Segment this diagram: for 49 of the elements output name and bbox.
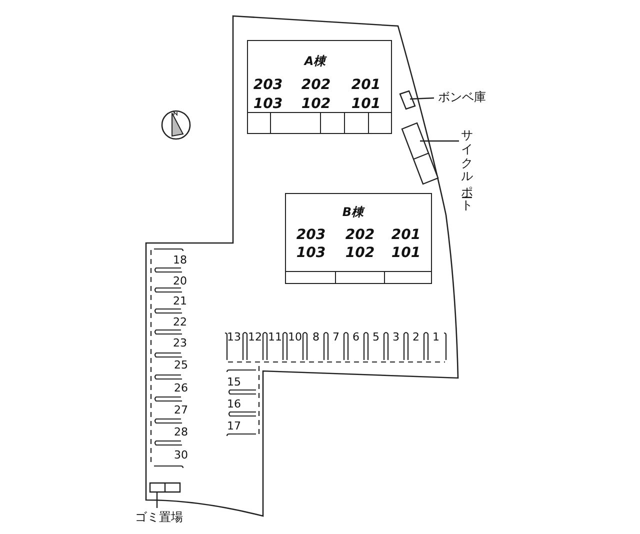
- unit-number: 101: [391, 246, 421, 260]
- parking-number: 5: [372, 332, 380, 342]
- unit-number: 101: [351, 97, 381, 111]
- parking-number: 11: [268, 332, 282, 342]
- leader-line: [410, 97, 434, 100]
- parking-number: 6: [352, 332, 360, 342]
- parking-number: 3: [392, 332, 400, 342]
- facility-label: ゴミ置場: [135, 511, 183, 524]
- building-box: [285, 193, 432, 284]
- parking-number: 18: [173, 254, 187, 266]
- leader-line: [420, 140, 459, 142]
- parking-number: 1: [432, 332, 440, 342]
- parking-number: 8: [312, 332, 320, 342]
- unit-number: 202: [301, 78, 331, 92]
- parking-number: 13: [227, 332, 241, 342]
- storage-box: [401, 122, 439, 185]
- building-name: B棟: [342, 206, 364, 218]
- unit-number: 103: [296, 246, 326, 260]
- parking-number: 21: [173, 296, 187, 306]
- unit-number: 203: [296, 228, 326, 242]
- parking-number: 2: [412, 332, 420, 342]
- facility-label: ボンベ庫: [438, 91, 486, 104]
- unit-number: 103: [253, 97, 283, 111]
- parking-number: 23: [173, 338, 187, 348]
- parking-number: 22: [173, 316, 187, 328]
- parking-number: 12: [248, 332, 262, 342]
- unit-number: 102: [301, 97, 331, 111]
- parking-number: 30: [174, 450, 188, 460]
- parking-number: 25: [174, 360, 188, 370]
- parking-number: 17: [227, 420, 241, 432]
- storage-box: [399, 90, 416, 110]
- parking-number: 28: [174, 426, 188, 438]
- unit-number: 201: [351, 78, 381, 92]
- leader-line: [156, 492, 158, 508]
- storage-box: [149, 482, 181, 493]
- unit-number: 203: [253, 78, 283, 92]
- building-name: A棟: [304, 55, 326, 67]
- parking-number: 20: [173, 276, 187, 286]
- facility-label: サイクルポート: [460, 121, 474, 205]
- unit-number: 201: [391, 228, 421, 242]
- parking-number: 16: [227, 398, 241, 410]
- building-box: [247, 40, 392, 134]
- parking-number: 10: [288, 332, 302, 342]
- parking-number: 26: [174, 382, 188, 394]
- parking-number: 27: [174, 404, 188, 416]
- unit-number: 102: [345, 246, 375, 260]
- parking-number: 7: [332, 332, 340, 342]
- unit-number: 202: [345, 228, 375, 242]
- parking-number: 15: [227, 376, 241, 388]
